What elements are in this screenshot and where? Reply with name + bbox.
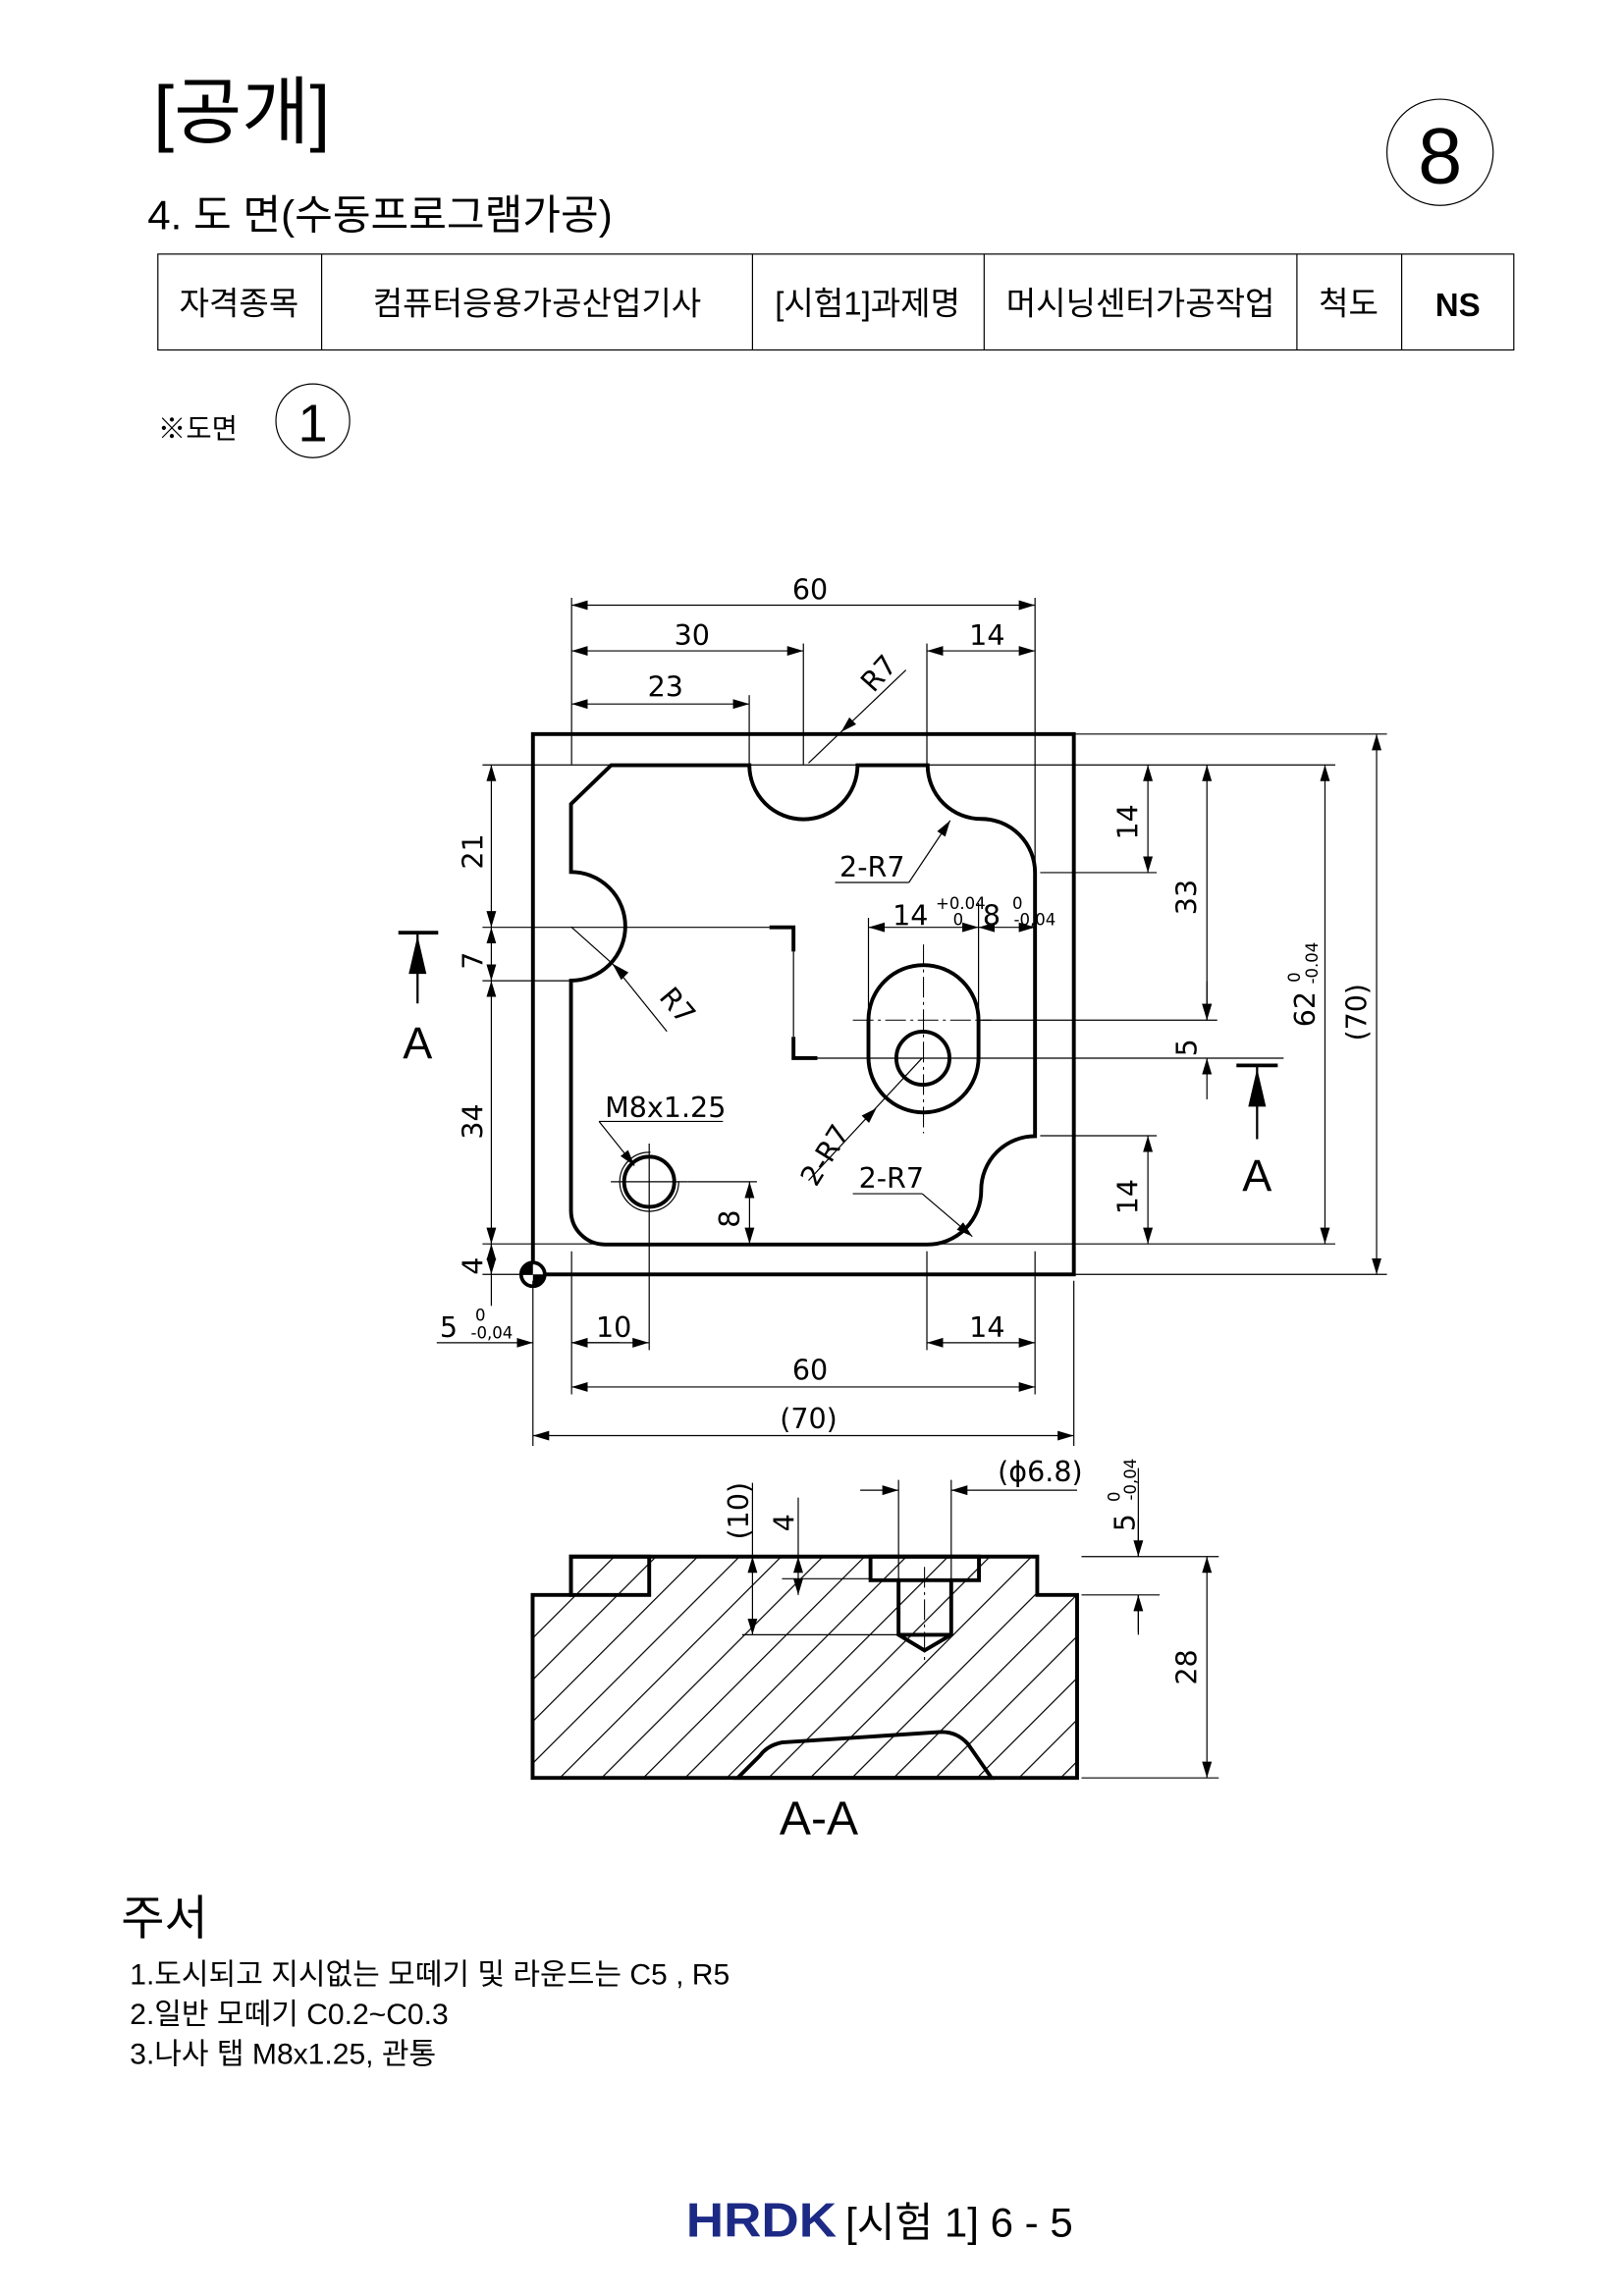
dim-slot-width-tol-lower: 0 xyxy=(953,911,964,930)
dim-right-pocket-tol-upper: 0 xyxy=(1285,972,1304,983)
table-cell-scale: NS xyxy=(1435,288,1481,324)
sheet-number-badge: 8 xyxy=(1385,98,1494,206)
dim-step-depth: (10) xyxy=(722,1482,755,1540)
section-body xyxy=(532,1556,1077,1779)
dim-bottom-offset-tol-lower: -0,04 xyxy=(471,1323,514,1342)
sheet-number: 8 xyxy=(1418,113,1462,201)
drawing-number-badge: 1 xyxy=(275,383,351,458)
dim-right-slot-pos: 33 xyxy=(1170,880,1204,915)
dim-slot-wall-value: 8 xyxy=(983,899,1001,933)
dim-counterbore-depth: 4 xyxy=(767,1514,800,1531)
bottom-cavity xyxy=(732,1730,996,1781)
pocket-contour xyxy=(568,763,1038,1247)
callout-corner-top: 2-R7 xyxy=(839,850,904,883)
plan-view: 60 30 14 23 R7 21 7 34 4 A A xyxy=(398,572,1387,1447)
section-view: (10) 4 (ϕ6.8) 5 0 -0,04 28 A-A xyxy=(530,1455,1219,1844)
table-cell-qualification: 컴퓨터응용가공산업기사 xyxy=(373,286,701,322)
section-mark-left: A xyxy=(398,931,439,1068)
dim-boss-height-value: 5 xyxy=(1109,1514,1142,1531)
notes: 주서 1.도시되고 지시없는 모떼기 및 라운드는 C5 , R5 2.일반 모… xyxy=(121,1892,730,2070)
note-item: 3.나사 탭 M8x1.25, 관통 xyxy=(130,2039,436,2071)
callout-top-notch-radius: R7 xyxy=(854,648,904,698)
drawing-label: ※도면 xyxy=(158,414,238,446)
callout-slot-radius: 2-R7 xyxy=(793,1118,856,1191)
dim-top-overall: 60 xyxy=(792,572,828,606)
section-mark-left-label: A xyxy=(403,1018,432,1068)
dim-bottom-corner: 14 xyxy=(969,1310,1004,1344)
dim-left-upper: 21 xyxy=(456,833,489,869)
step-line xyxy=(769,925,818,1060)
table-cell-scale-label: 척도 xyxy=(1319,286,1379,322)
dim-left-offset: 4 xyxy=(456,1257,489,1275)
dim-bottom-pocket: 60 xyxy=(792,1353,828,1386)
section-mark-right-label: A xyxy=(1242,1150,1271,1201)
part-outline xyxy=(530,731,1076,1277)
dim-boss-tol-lower: -0,04 xyxy=(1121,1459,1140,1501)
section-heading: 4. 도 면(수동프로그램가공) xyxy=(147,191,612,238)
dim-right-upper-corner: 14 xyxy=(1111,804,1145,839)
dim-slot-width-tol-upper: +0.04 xyxy=(936,894,986,913)
table-cell-task-label: [시험1]과제명 xyxy=(775,286,960,322)
dim-slot-width: 14 +0.04 0 xyxy=(893,889,991,933)
dim-tap-offset: 8 xyxy=(713,1210,746,1228)
callout-tap: M8x1.25 xyxy=(605,1091,726,1124)
dim-boss-height: 5 0 -0,04 xyxy=(1101,1459,1142,1531)
notes-title: 주서 xyxy=(121,1892,207,1945)
dim-bottom-hole-pos: 10 xyxy=(596,1310,631,1344)
dim-top-corner: 14 xyxy=(969,618,1004,652)
counterbore xyxy=(868,1554,982,1653)
dim-slot-width-value: 14 xyxy=(893,899,928,933)
dim-drill-dia: (ϕ6.8) xyxy=(998,1455,1083,1488)
dim-bottom-overall: (70) xyxy=(780,1402,838,1435)
info-table: 자격종목 컴퓨터응용가공산업기사 [시험1]과제명 머시닝센터가공작업 척도 N… xyxy=(157,253,1515,351)
callout-corner-bottom: 2-R7 xyxy=(859,1161,924,1195)
dim-left-notch: 7 xyxy=(456,952,489,970)
dim-bottom-offset: 5 0 -0,04 xyxy=(440,1301,513,1344)
dim-slot-wall: 8 0 -0,04 xyxy=(983,889,1055,933)
dim-bottom-offset-value: 5 xyxy=(440,1310,458,1344)
dim-left-lower: 34 xyxy=(456,1103,489,1139)
section-mark-right: A xyxy=(1236,1063,1278,1201)
table-cell-qualification-label: 자격종목 xyxy=(180,286,299,322)
dim-bottom-offset-tol-upper: 0 xyxy=(475,1306,486,1324)
dim-top-notch-pos: 30 xyxy=(675,618,710,652)
section-label: A-A xyxy=(780,1791,858,1844)
dim-right-overall: (70) xyxy=(1340,984,1374,1041)
hrdk-logo: HRDK xyxy=(686,2193,837,2248)
table-cell-task: 머시닝센터가공작업 xyxy=(1006,286,1275,322)
dim-slot-wall-tol-upper: 0 xyxy=(1012,894,1023,913)
drawing-number: 1 xyxy=(298,395,328,454)
page-footer: [시험 1] 6 - 5 xyxy=(845,2200,1073,2246)
dim-right-pocket: 62 0 -0.04 xyxy=(1280,942,1322,1028)
dim-thickness: 28 xyxy=(1170,1649,1204,1684)
dim-right-pocket-tol-lower: -0.04 xyxy=(1303,942,1322,985)
dim-right-lower-corner: 14 xyxy=(1111,1179,1145,1214)
dim-boss-tol-upper: 0 xyxy=(1106,1491,1124,1502)
dim-right-pocket-value: 62 xyxy=(1288,991,1322,1027)
note-item: 2.일반 모떼기 C0.2~C0.3 xyxy=(130,1999,448,2031)
dim-right-slot-offset: 5 xyxy=(1170,1039,1204,1056)
dim-slot-wall-tol-lower: -0,04 xyxy=(1014,911,1056,930)
dim-top-chamfer-pos: 23 xyxy=(648,670,683,704)
page-title: [공개] xyxy=(153,71,330,153)
note-item: 1.도시되고 지시없는 모떼기 및 라운드는 C5 , R5 xyxy=(130,1959,730,1992)
